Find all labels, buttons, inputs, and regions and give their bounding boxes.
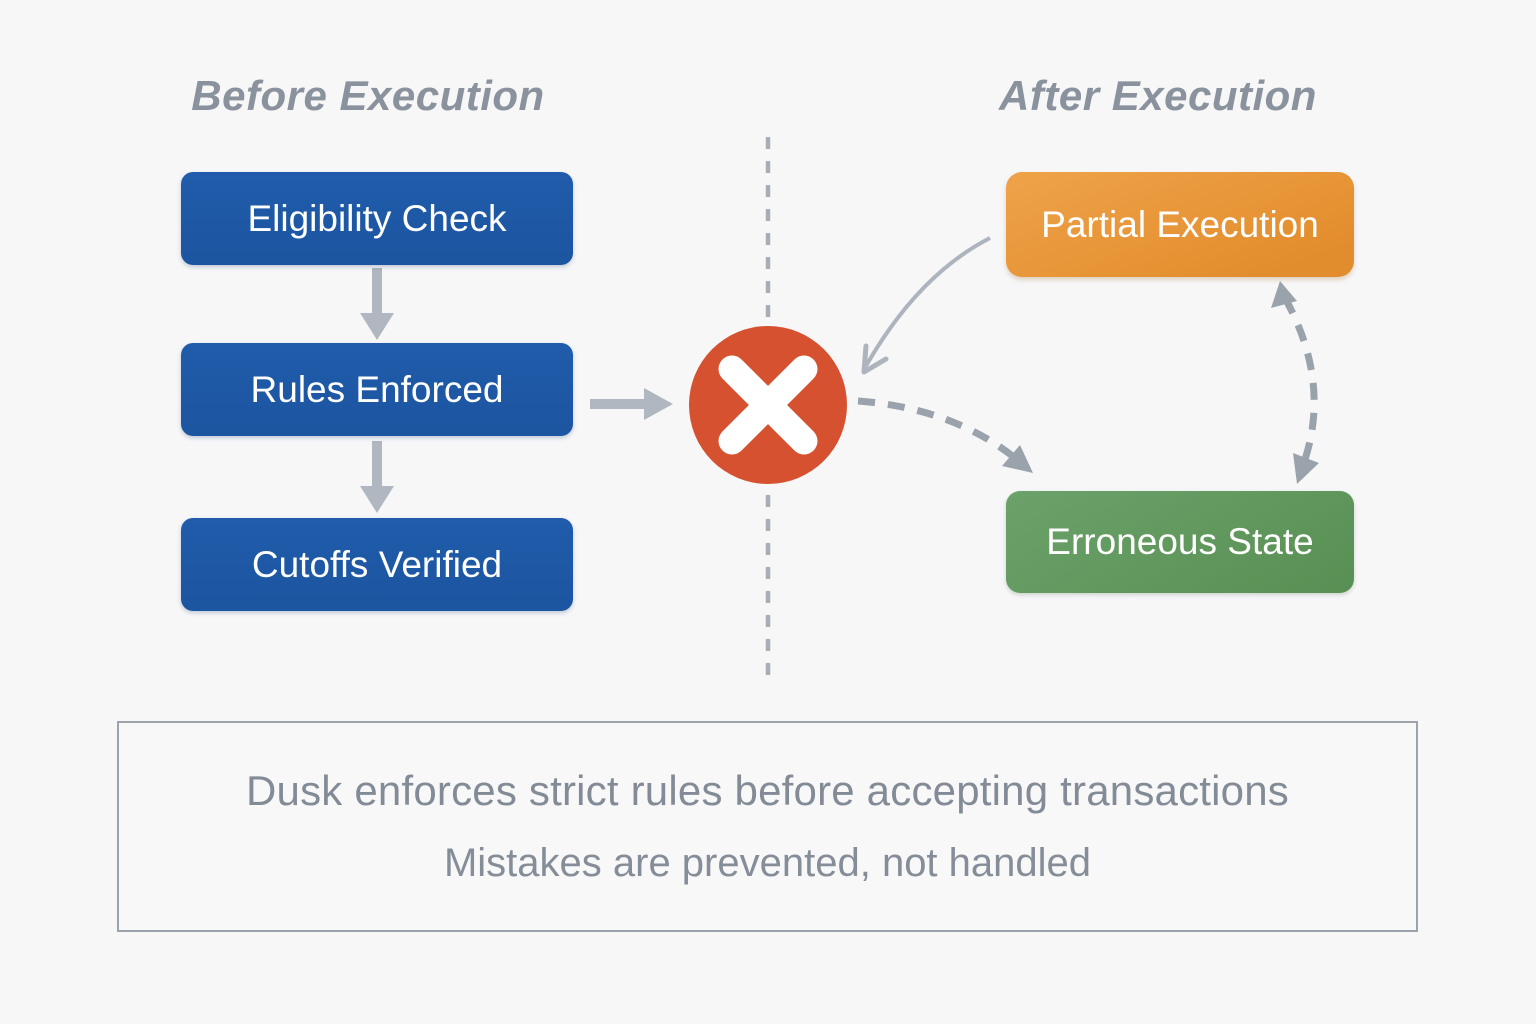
footer-line-2: Mistakes are prevented, not handled [443, 841, 1092, 885]
arrow-eligibility-to-rules-icon [360, 268, 394, 340]
box-rules-enforced-label: Rules Enforced [250, 368, 504, 410]
box-erroneous-state: Erroneous State [1006, 491, 1354, 593]
arrow-error-to-erroneous-icon [857, 397, 1033, 473]
box-rules-enforced: Rules Enforced [181, 343, 573, 436]
box-eligibility-check: Eligibility Check [181, 172, 573, 265]
arrow-rules-to-error-icon [590, 388, 673, 420]
arrow-rules-to-cutoffs-icon [360, 441, 394, 513]
box-partial-execution: Partial Execution [1006, 172, 1354, 277]
before-execution-title: Before Execution [191, 72, 545, 119]
box-erroneous-state-label: Erroneous State [1046, 521, 1314, 562]
footer-line-1: Dusk enforces strict rules before accept… [245, 767, 1289, 814]
box-cutoffs-verified: Cutoffs Verified [181, 518, 573, 611]
box-cutoffs-verified-label: Cutoffs Verified [251, 543, 503, 585]
arrow-partial-to-error-icon [861, 236, 991, 375]
box-eligibility-check-label: Eligibility Check [247, 197, 507, 239]
arrow-partial-erroneous-loop-icon [1271, 281, 1319, 484]
box-partial-execution-label: Partial Execution [1041, 203, 1319, 245]
after-execution-title: After Execution [999, 72, 1317, 119]
error-x-icon [689, 326, 847, 484]
footer-note-box: Dusk enforces strict rules before accept… [117, 721, 1418, 932]
